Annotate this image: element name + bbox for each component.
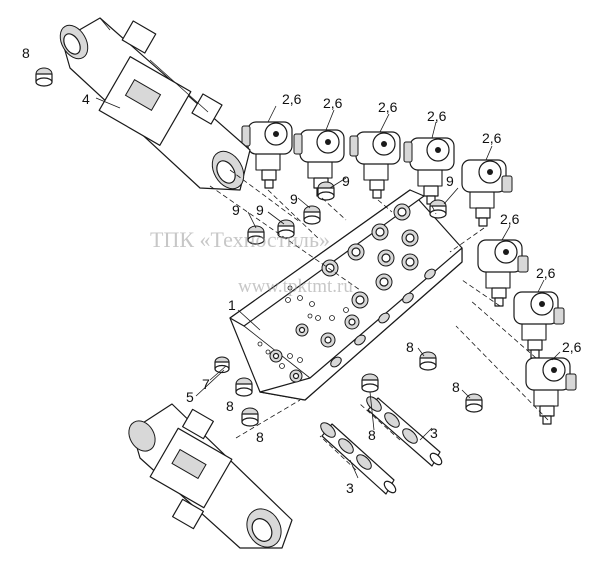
callout-plug: 8: [226, 398, 234, 414]
solenoid-coil: [241, 121, 293, 189]
seal-ring: [317, 181, 335, 201]
spool-upper: [366, 396, 443, 467]
callout-coil: 2,6: [282, 91, 302, 107]
callout-coil: 2,6: [536, 265, 556, 281]
callout-coil: 2,6: [482, 130, 502, 146]
callout-seal: 9: [446, 173, 454, 189]
callout-coil: 2,6: [427, 108, 447, 124]
solenoid-coil: [513, 291, 565, 359]
solenoid-coil: [525, 357, 577, 425]
solenoid-coil: [461, 159, 513, 227]
block-ports: [269, 203, 419, 383]
directional-valve-top: [59, 17, 251, 191]
plug: [419, 351, 437, 371]
block-side-outlets: [330, 268, 436, 368]
callout-valve-top: 4: [82, 91, 90, 107]
watermark: ТПК «Техностиль» www.tpktmt.ru: [150, 227, 353, 297]
callout-seal: 9: [342, 173, 350, 189]
plugs: [35, 67, 483, 427]
callout-seal: 9: [290, 191, 298, 207]
fitting: [214, 356, 230, 374]
callout-coil: 2,6: [378, 99, 398, 115]
plug: [361, 373, 379, 393]
callout-coil: 2,6: [562, 339, 582, 355]
callout-valve-bottom: 5: [186, 389, 194, 405]
callout-plug: 8: [406, 339, 414, 355]
solenoid-coil: [477, 239, 529, 307]
leader-lines: [95, 97, 561, 479]
plug: [35, 67, 53, 87]
watermark-line-1: ТПК «Техностиль»: [150, 227, 330, 252]
spool-lower: [320, 422, 397, 495]
solenoid-coils: [241, 121, 577, 425]
seal-ring: [429, 199, 447, 219]
plug: [465, 393, 483, 413]
callout-seal: 9: [256, 202, 264, 218]
seal-ring: [247, 225, 265, 245]
seal-rings: [247, 181, 447, 245]
callout-coil: 2,6: [323, 95, 343, 111]
callout-labels: 2,6 2,6 2,6 2,6 2,6 2,6 2,6 2,6 1 3 3 4 …: [22, 45, 582, 496]
watermark-line-2: www.tpktmt.ru: [238, 276, 353, 297]
plug: [235, 377, 253, 397]
directional-valve-bottom: [128, 403, 293, 549]
callout-plug: 8: [22, 45, 30, 61]
callout-coil: 2,6: [500, 211, 520, 227]
callout-spool: 3: [430, 425, 438, 441]
callout-seal: 9: [232, 202, 240, 218]
solenoid-coil: [403, 137, 455, 205]
callout-plug: 8: [256, 429, 264, 445]
plug: [241, 407, 259, 427]
solenoid-coil: [349, 131, 401, 199]
callout-spool: 3: [346, 480, 354, 496]
seal-ring: [303, 205, 321, 225]
callout-valve-block: 1: [228, 297, 236, 313]
callout-fitting: 7: [202, 376, 210, 392]
block-small-holes: [257, 285, 349, 369]
assembly-lines: [209, 169, 549, 471]
valve-block: [229, 189, 463, 401]
callout-plug: 8: [452, 379, 460, 395]
callout-plug: 8: [368, 427, 376, 443]
solenoid-coil: [293, 129, 345, 197]
